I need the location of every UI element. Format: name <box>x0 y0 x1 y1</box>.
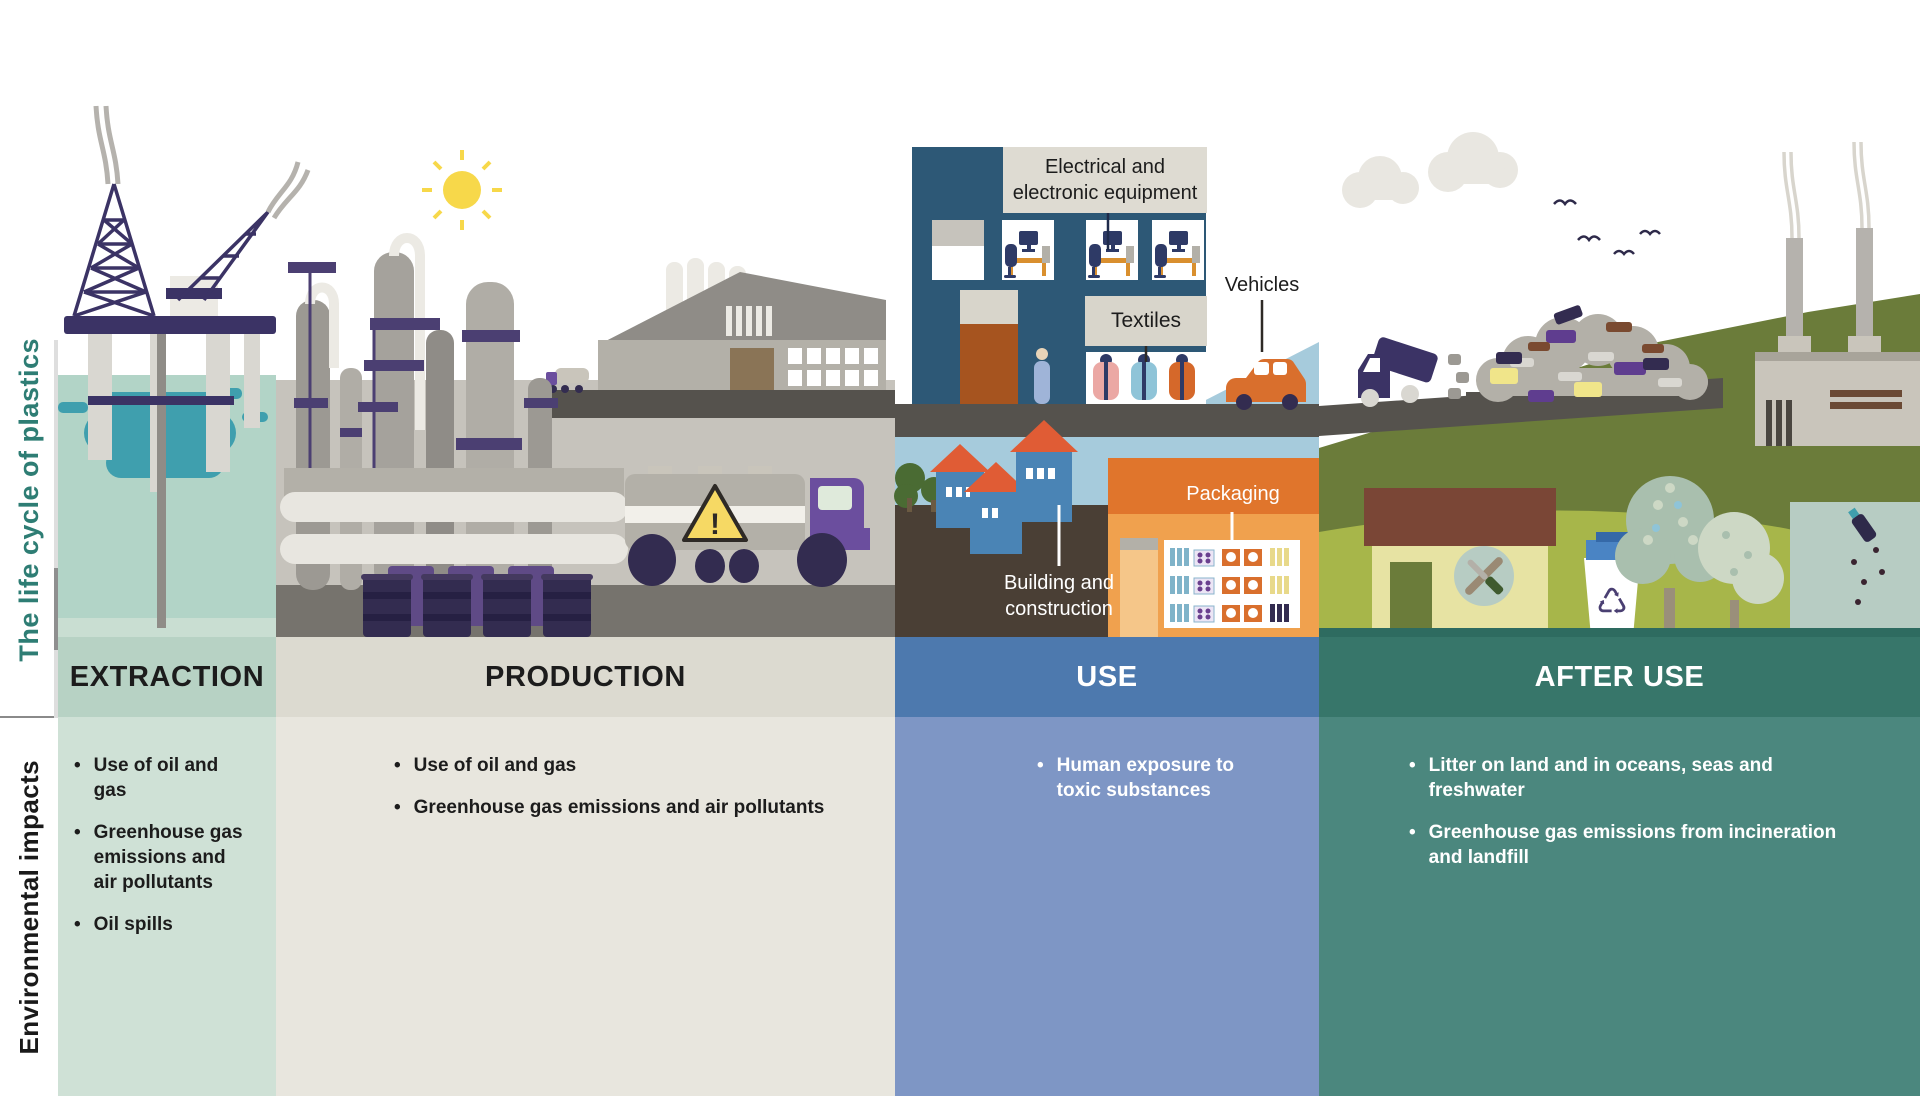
use-scene <box>894 147 1322 637</box>
impacts-list: • Litter on land and in oceans, seas and … <box>1409 753 1920 870</box>
sun-icon <box>422 150 502 230</box>
houses <box>930 420 1078 554</box>
impact-text: Human exposure to toxic substances <box>1056 755 1235 802</box>
production-scene: ! <box>276 150 895 637</box>
impact-item: • Oil spills <box>74 912 268 937</box>
shelf-products <box>1170 548 1289 623</box>
impact-item: • Litter on land and in oceans, seas and … <box>1409 753 1920 803</box>
lifecycle-axis-text: The life cycle of plastics <box>13 338 44 662</box>
impact-item: • Greenhouse gas emissions and air pollut… <box>394 795 895 820</box>
impacts-panel-use: • Human exposure to toxic substances <box>895 717 1319 1096</box>
label-textiles: Textiles <box>1085 296 1207 346</box>
litter-bottle <box>1848 507 1885 605</box>
impact-text: Litter on land and in oceans, seas and f… <box>1428 755 1773 802</box>
impacts-panel-after-use: • Litter on land and in oceans, seas and … <box>1319 717 1920 1096</box>
street-trees <box>894 463 947 512</box>
impacts-panel-production: • Use of oil and gas • Greenhouse gas emis… <box>276 717 895 1096</box>
impact-item: • Use of oil and gas <box>74 753 268 803</box>
label-building-construction: Building and construction <box>1003 572 1115 620</box>
stage-header-after-use: AFTER USE <box>1319 637 1920 717</box>
trees <box>1615 476 1784 637</box>
birds <box>1553 199 1661 256</box>
stage-header-production: PRODUCTION <box>276 637 895 717</box>
coats <box>1093 354 1195 400</box>
impact-item: • Use of oil and gas <box>394 753 895 778</box>
lifecycle-illustration: ! <box>58 105 1920 637</box>
recycle-icon: ♺ <box>1596 582 1628 623</box>
impacts-list: • Use of oil and gas • Greenhouse gas emis… <box>394 753 895 820</box>
bullet-dot: • <box>1409 755 1416 776</box>
label-vehicles: Vehicles <box>1224 274 1300 296</box>
factory-warehouse <box>598 272 886 396</box>
sidebar-divider <box>0 716 58 718</box>
landfill-pile <box>1466 305 1718 406</box>
extraction-scene <box>58 105 311 637</box>
dump-truck <box>1358 337 1469 407</box>
impact-text: Use of oil and gas <box>413 755 577 776</box>
impacts-panel-extraction: • Use of oil and gas • Greenhouse gas emis… <box>58 717 276 1096</box>
impact-text: Greenhouse gas emissions from incinerati… <box>1428 822 1837 869</box>
refinery <box>280 233 628 590</box>
incineration-plant <box>1755 141 1920 446</box>
hazard-warning-icon: ! <box>682 484 748 542</box>
clouds <box>1342 132 1518 208</box>
scrollbar-thumb[interactable] <box>54 568 58 650</box>
flare-pipes <box>93 105 311 220</box>
bullet-dot: • <box>74 755 81 776</box>
impact-item: • Greenhouse gas emissions from incinerat… <box>1409 820 1920 870</box>
stage-header-extraction: EXTRACTION <box>58 637 276 717</box>
impacts-list: • Human exposure to toxic substances <box>1037 753 1319 803</box>
scrollbar-track[interactable] <box>54 340 58 718</box>
impacts-axis-text: Environmental impacts <box>13 759 44 1055</box>
impacts-axis-label: Environmental impacts <box>0 718 58 1096</box>
bullet-dot: • <box>74 914 81 936</box>
oil-barrels <box>361 566 593 637</box>
impacts-list: • Use of oil and gas • Greenhouse gas emis… <box>74 753 268 937</box>
bullet-dot: • <box>1037 755 1044 776</box>
impact-text: Use of oil and gas <box>93 755 219 802</box>
impact-text: Greenhouse gas emissions and air polluta… <box>93 822 243 894</box>
label-electrical-equipment: Electrical and electronic equipment <box>1003 147 1207 213</box>
bullet-dot: • <box>394 755 401 776</box>
svg-text:!: ! <box>710 508 720 541</box>
bullet-dot: • <box>1409 822 1416 844</box>
lifecycle-axis-label: The life cycle of plastics <box>0 280 58 720</box>
after-use-scene: ♺ <box>1319 132 1920 637</box>
small-tanker-truck <box>546 368 589 393</box>
bullet-dot: • <box>394 797 401 819</box>
impact-text: Greenhouse gas emissions and air polluta… <box>413 797 825 819</box>
impact-item: • Greenhouse gas emissions and air pollut… <box>74 820 268 895</box>
oil-rig-derrick <box>72 183 270 318</box>
stage-header-use: USE <box>895 637 1319 717</box>
bullet-dot: • <box>74 822 81 844</box>
label-packaging: Packaging <box>1186 483 1280 505</box>
impact-item: • Human exposure to toxic substances <box>1037 753 1319 803</box>
impact-text: Oil spills <box>93 914 173 936</box>
car <box>1226 358 1306 410</box>
repair-shop <box>1364 488 1556 637</box>
packaging-store <box>1108 458 1322 637</box>
person <box>1036 348 1048 360</box>
tanker-truck: ! <box>625 466 870 587</box>
